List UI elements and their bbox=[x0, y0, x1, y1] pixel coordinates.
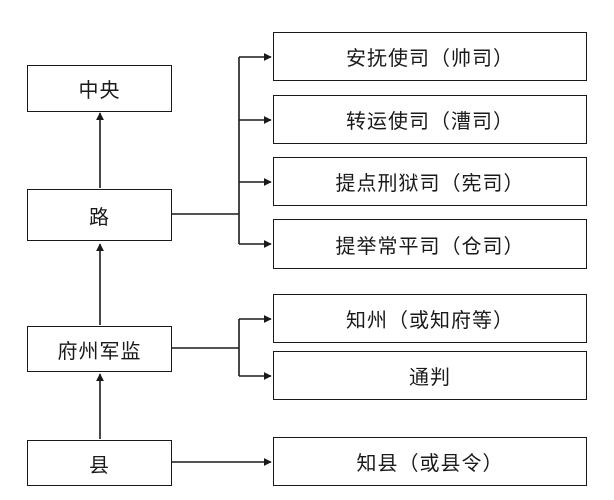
node-tongpan: 通判 bbox=[273, 351, 587, 400]
node-tidian-xingyu-si: 提点刑狱司（宪司） bbox=[273, 157, 587, 206]
node-xian: 县 bbox=[27, 440, 172, 486]
node-anfu-shisi: 安抚使司（帅司） bbox=[273, 32, 587, 81]
node-zhizhou: 知州（或知府等） bbox=[273, 294, 587, 343]
node-zhixian: 知县（或县令） bbox=[273, 437, 587, 486]
node-tiju-changping-si: 提举常平司（仓司） bbox=[273, 219, 587, 269]
node-lu: 路 bbox=[27, 189, 172, 241]
node-fu-zhou-jun-jian: 府州军监 bbox=[27, 326, 172, 372]
node-central: 中央 bbox=[27, 65, 172, 112]
node-zhuanyun-shisi: 转运使司（漕司） bbox=[273, 95, 587, 144]
